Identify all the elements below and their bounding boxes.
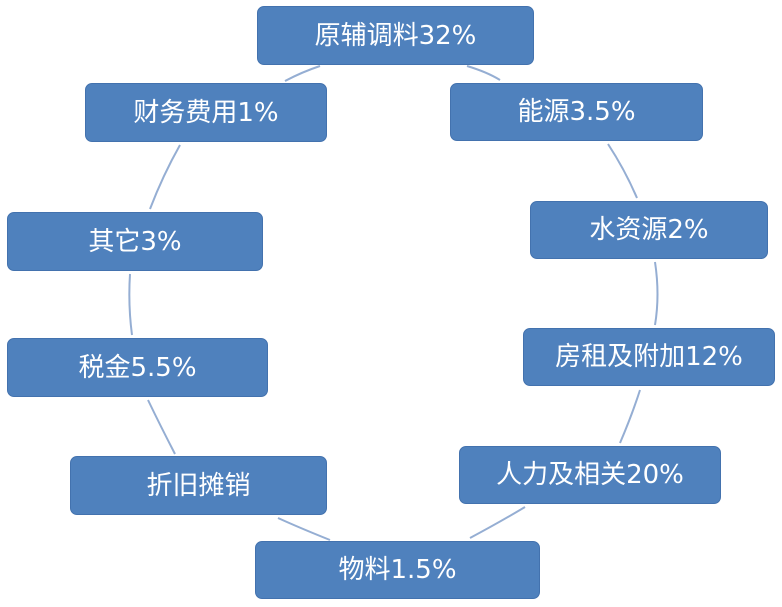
node-raw-materials: 原辅调料32%: [257, 6, 534, 65]
arc-deprec-to-tax: [147, 399, 176, 455]
node-label: 物料1.5%: [338, 555, 457, 585]
node-label: 能源3.5%: [517, 97, 636, 127]
node-finance: 财务费用1%: [85, 83, 327, 142]
arc-energy-to-water: [607, 143, 638, 199]
arc-material-to-deprec: [277, 517, 331, 541]
node-rent: 房租及附加12%: [523, 328, 775, 386]
arc-tax-to-other: [128, 273, 133, 336]
arc-staff-to-material: [469, 506, 526, 539]
node-label: 原辅调料32%: [314, 20, 477, 51]
node-water: 水资源2%: [530, 201, 768, 259]
node-material: 物料1.5%: [255, 541, 540, 599]
node-staff: 人力及相关20%: [459, 446, 721, 504]
node-other: 其它3%: [7, 212, 263, 271]
node-label: 税金5.5%: [78, 352, 197, 383]
node-label: 人力及相关20%: [496, 460, 684, 490]
arc-raw-to-energy: [466, 65, 501, 81]
node-label: 水资源2%: [589, 215, 709, 245]
arc-finance-to-raw: [284, 65, 321, 82]
arc-other-to-finance: [149, 144, 181, 210]
node-label: 其它3%: [88, 226, 182, 257]
node-energy: 能源3.5%: [450, 83, 703, 141]
arc-rent-to-staff: [619, 389, 641, 444]
node-depreciation: 折旧摊销: [70, 456, 327, 515]
node-label: 房租及附加12%: [555, 342, 743, 372]
node-tax: 税金5.5%: [7, 338, 268, 397]
node-label: 财务费用1%: [133, 97, 279, 128]
arc-water-to-rent: [654, 261, 659, 326]
node-label: 折旧摊销: [146, 470, 251, 501]
